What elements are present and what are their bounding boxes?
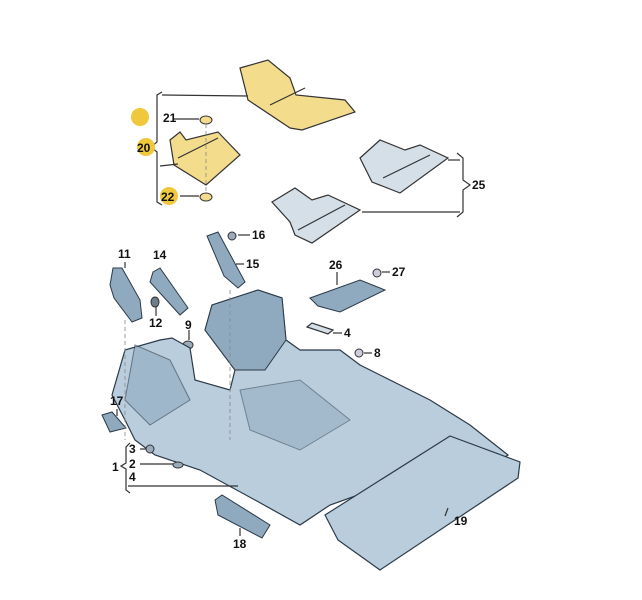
highlight-20 (137, 138, 155, 156)
callout-12[interactable]: 12 (149, 316, 163, 330)
callout-26[interactable]: 26 (329, 258, 343, 272)
part-11-bracket[interactable] (109, 267, 143, 323)
callout-22[interactable]: 22 (161, 190, 175, 204)
callout-8[interactable]: 8 (374, 346, 381, 360)
floor-mat-25-lower[interactable] (271, 187, 362, 244)
clip-part-21[interactable] (199, 115, 213, 125)
callout-4-pad[interactable]: 4 (344, 326, 351, 340)
part-27-clip[interactable] (372, 268, 382, 278)
callout-19[interactable]: 19 (454, 514, 468, 528)
part-8-clip[interactable] (354, 348, 364, 358)
part-3-clip[interactable] (145, 444, 155, 454)
floor-mat-25-upper[interactable] (359, 139, 450, 194)
highlight-22 (160, 187, 178, 205)
callout-17[interactable]: 17 (110, 394, 124, 408)
part-2-clip[interactable] (172, 461, 184, 469)
rear-floor-mat-highlighted[interactable] (169, 131, 241, 186)
part-4-pad[interactable] (305, 322, 335, 335)
callout-20[interactable]: 20 (137, 141, 151, 155)
part-14-pad[interactable] (149, 267, 189, 316)
callout-27[interactable]: 27 (392, 265, 406, 279)
highlight-21 (131, 108, 149, 126)
callout-11[interactable]: 11 (118, 247, 131, 261)
callout-25[interactable]: 25 (472, 178, 486, 192)
part-16-screw[interactable] (227, 231, 237, 241)
callout-18[interactable]: 18 (233, 537, 247, 551)
callout-16[interactable]: 16 (252, 228, 266, 242)
callout-14[interactable]: 14 (153, 248, 167, 262)
part-26-cover[interactable] (309, 279, 387, 313)
part-19-rear-carpet[interactable] (324, 435, 521, 571)
part-15-trim[interactable] (206, 231, 246, 289)
callout-2[interactable]: 2 (129, 457, 136, 471)
part-18-trim[interactable] (214, 494, 271, 539)
callout-21[interactable]: 21 (163, 111, 177, 125)
callout-15[interactable]: 15 (246, 257, 260, 271)
part-12-clip[interactable] (150, 296, 160, 308)
callout-9[interactable]: 9 (185, 318, 192, 332)
callout-4[interactable]: 4 (129, 470, 136, 484)
clip-part-22[interactable] (199, 192, 213, 202)
front-floor-mat[interactable] (239, 59, 357, 131)
callout-1[interactable]: 1 (112, 460, 119, 474)
callout-3[interactable]: 3 (129, 442, 136, 456)
part-17-bracket[interactable] (101, 411, 127, 433)
